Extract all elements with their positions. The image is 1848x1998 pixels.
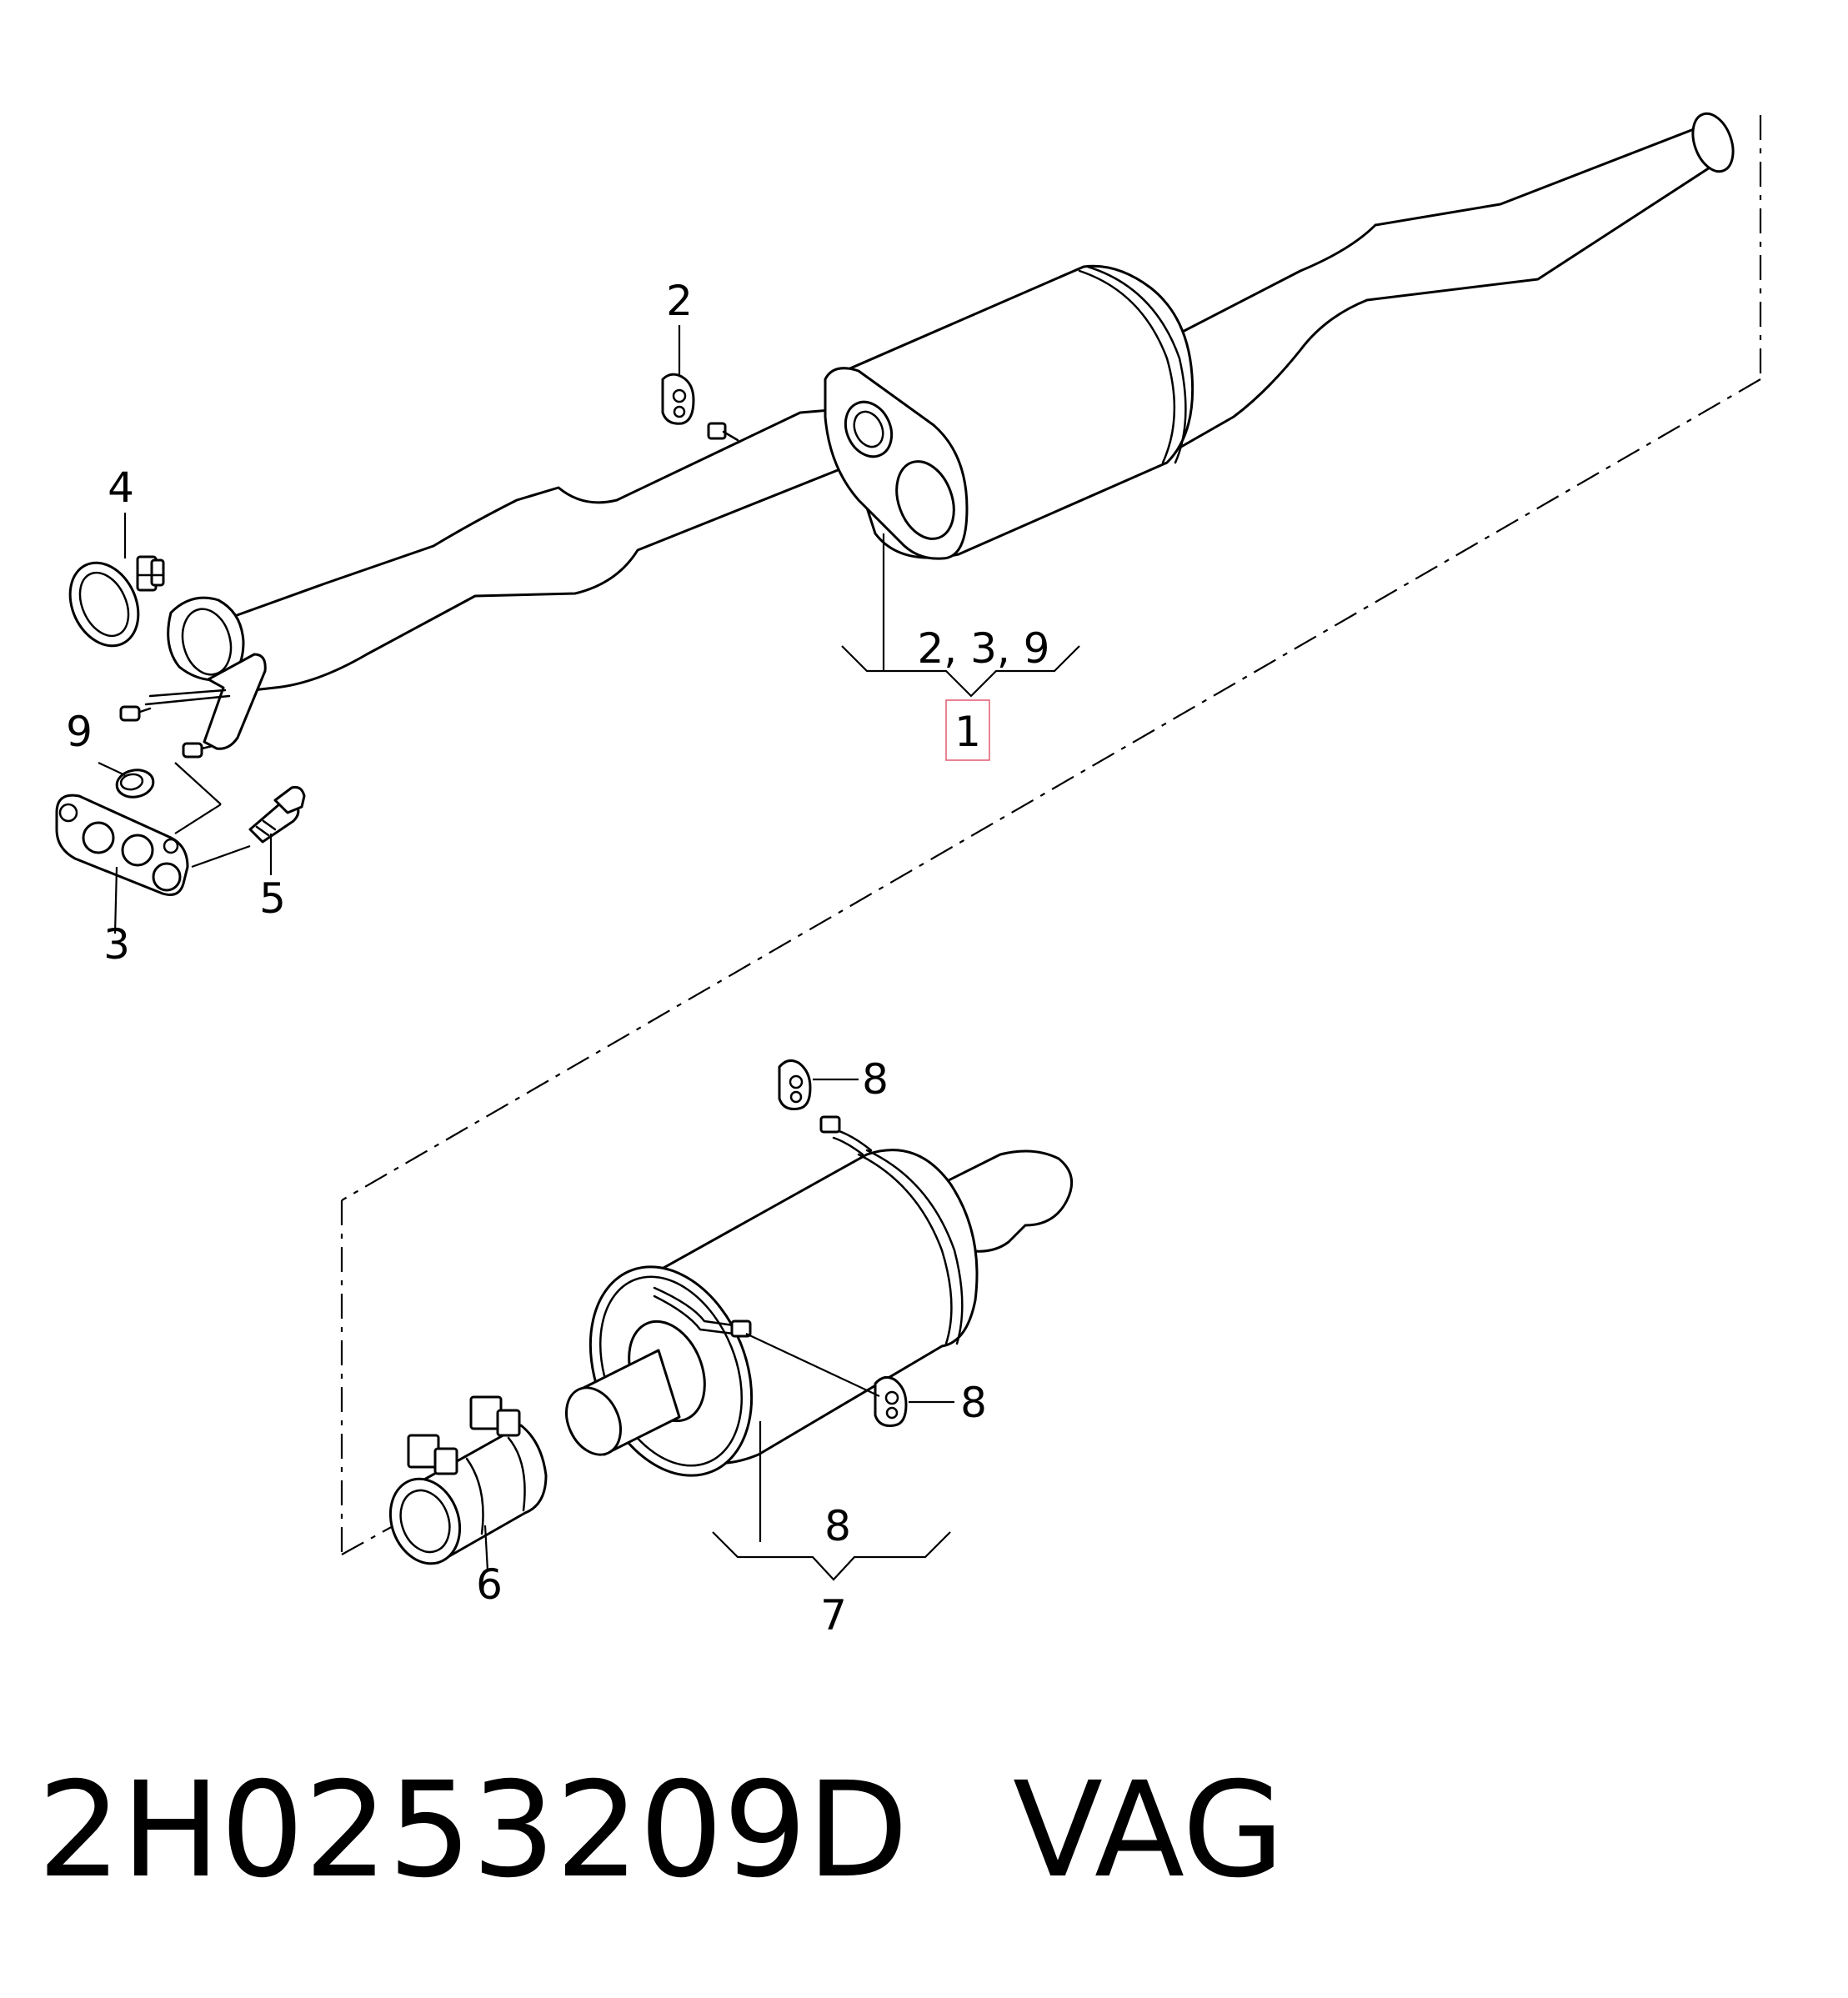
flange-bolt-5[interactable] [248,786,306,844]
front-pipe-with-center-muffler[interactable] [119,108,1740,759]
pipe-clamp-6[interactable] [379,1395,548,1574]
callout-7[interactable]: 7 [820,1591,847,1640]
rear-muffler[interactable] [556,1128,1074,1500]
callout-8-lower[interactable]: 8 [960,1379,987,1427]
callout-6[interactable]: 6 [476,1560,503,1609]
part-number-caption: 2H0253209D [38,1754,909,1907]
pipe-stud-lower [182,742,214,759]
callout-8-upper[interactable]: 8 [862,1055,889,1104]
callout-1[interactable]: 1 [954,708,981,756]
rear-stud-lower [730,1319,752,1338]
seal-ring-9[interactable] [115,767,156,799]
callout-2[interactable]: 2 [666,277,693,325]
rear-stud-upper [819,1115,841,1134]
mount-bolt-2 [707,422,739,442]
callout-1-group: 2, 3, 9 [917,624,1049,673]
clamp-ring-4[interactable] [58,552,165,657]
rubber-mount-8-lower[interactable] [874,1375,908,1427]
rubber-mount-2[interactable] [661,373,695,425]
leader-lines [98,325,1080,1581]
flange-gasket-3[interactable] [55,794,189,896]
brand-caption: VAG [1013,1754,1285,1907]
callout-3[interactable]: 3 [103,920,130,969]
callout-1-highlight [945,699,990,761]
pipe-stud-left [119,705,152,722]
rubber-mount-8-upper[interactable] [778,1059,812,1110]
callout-4[interactable]: 4 [108,463,134,512]
callout-7-group: 8 [824,1502,851,1550]
callout-9[interactable]: 9 [66,708,93,756]
callout-5[interactable]: 5 [259,874,286,923]
